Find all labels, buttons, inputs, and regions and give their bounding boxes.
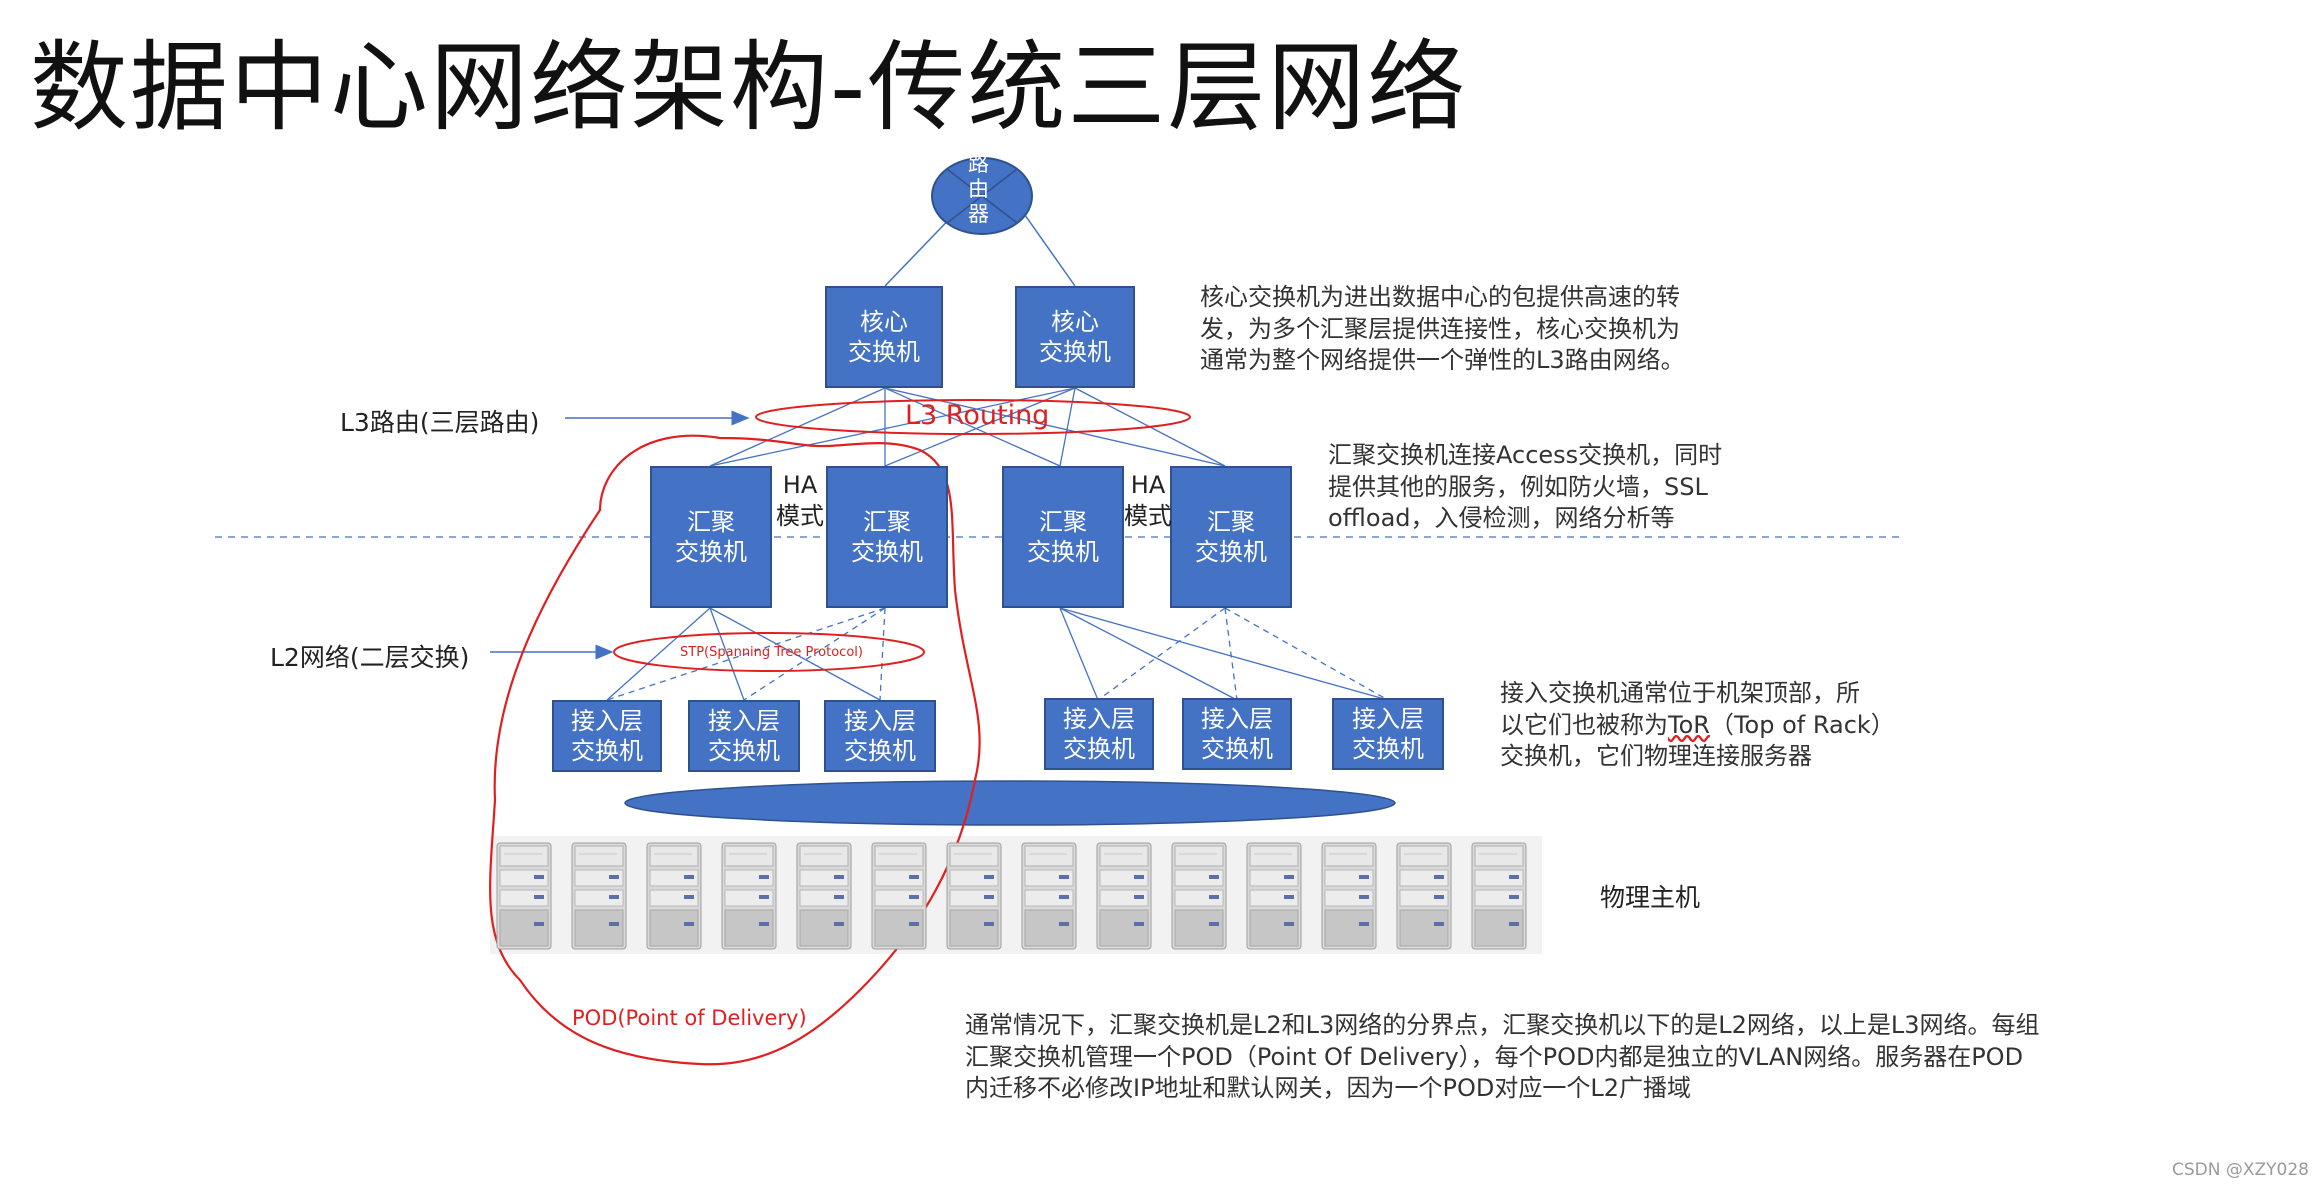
agg-access-links-left — [606, 607, 881, 701]
pod-outline — [489, 434, 981, 1066]
server-icon — [871, 842, 927, 950]
pod-label: POD(Point of Delivery) — [572, 1006, 807, 1030]
agg-switch-1: 汇聚 交换机 — [650, 466, 772, 608]
router-label: 路 由 器 — [968, 152, 989, 227]
page-title: 数据中心网络架构-传统三层网络 — [30, 31, 1468, 145]
l2-label: L2网络(二层交换) — [270, 643, 470, 672]
ha-mode-label-2: HA 模式 — [1124, 471, 1172, 531]
access-note-line-3: 交换机，它们物理连接服务器 — [1500, 742, 1812, 771]
access-switch-5: 接入层 交换机 — [1182, 698, 1292, 770]
stp-ellipse — [613, 632, 925, 672]
core-note: 核心交换机为进出数据中心的包提供高速的转 发，为多个汇聚层提供连接性，核心交换机… — [1200, 283, 1685, 375]
agg-note: 汇聚交换机连接Access交换机，同时 提供其他的服务，例如防火墙，SSL of… — [1328, 441, 1723, 533]
ha-mode-label-1: HA 模式 — [776, 471, 824, 531]
l3-label: L3路由(三层路由) — [340, 408, 540, 437]
router-node — [931, 157, 1033, 235]
server-bus-ellipse — [624, 780, 1396, 826]
server-icon — [571, 842, 627, 950]
access-note-line-1: 接入交换机通常位于机架顶部，所 — [1500, 679, 1860, 707]
access-note-prefix: 以它们也被称为 — [1500, 710, 1668, 739]
access-switch-1: 接入层 交换机 — [552, 700, 662, 772]
server-icon — [946, 842, 1002, 950]
agg-access-links-right-dashed — [1097, 607, 1389, 701]
server-icon — [721, 842, 777, 950]
agg-switch-3: 汇聚 交换机 — [1002, 466, 1124, 608]
watermark: CSDN @XZY028 — [2172, 1160, 2309, 1180]
access-switch-4: 接入层 交换机 — [1044, 698, 1154, 770]
server-icon — [1471, 842, 1527, 950]
agg-access-links-left-dashed — [606, 607, 886, 701]
server-icon — [1171, 842, 1227, 950]
server-icon — [646, 842, 702, 950]
access-note-line-2: 以它们也被称为ToR（Top of Rack） — [1500, 710, 1960, 742]
hosts-label: 物理主机 — [1600, 883, 1701, 912]
l3-routing-label: L3 Routing — [905, 400, 1050, 431]
core-switch-1: 核心 交换机 — [825, 286, 943, 388]
access-switch-3: 接入层 交换机 — [824, 700, 936, 772]
access-note-tor: ToR — [1668, 710, 1710, 739]
agg-switch-4: 汇聚 交换机 — [1170, 466, 1292, 608]
agg-access-links-right — [1059, 607, 1389, 701]
l3-routing-ellipse — [755, 399, 1191, 435]
link-router-core2 — [1019, 207, 1076, 287]
server-icon — [496, 842, 552, 950]
server-icon — [1021, 842, 1077, 950]
access-note: 接入交换机通常位于机架顶部，所 以它们也被称为ToR（Top of Rack） … — [1500, 678, 1960, 773]
server-icon — [1396, 842, 1452, 950]
bottom-note: 通常情况下，汇聚交换机是L2和L3网络的分界点，汇聚交换机以下的是L2网络，以上… — [965, 1011, 2040, 1103]
agg-switch-2: 汇聚 交换机 — [826, 466, 948, 608]
stp-label: STP(Spanning Tree Protocol) — [680, 645, 863, 660]
access-switch-6: 接入层 交换机 — [1332, 698, 1444, 770]
server-icon — [796, 842, 852, 950]
core-switch-2: 核心 交换机 — [1015, 286, 1135, 388]
access-note-suffix: （Top of Rack） — [1709, 710, 1895, 739]
server-icon — [1321, 842, 1377, 950]
server-icon — [1096, 842, 1152, 950]
server-icon — [1246, 842, 1302, 950]
access-switch-2: 接入层 交换机 — [688, 700, 800, 772]
